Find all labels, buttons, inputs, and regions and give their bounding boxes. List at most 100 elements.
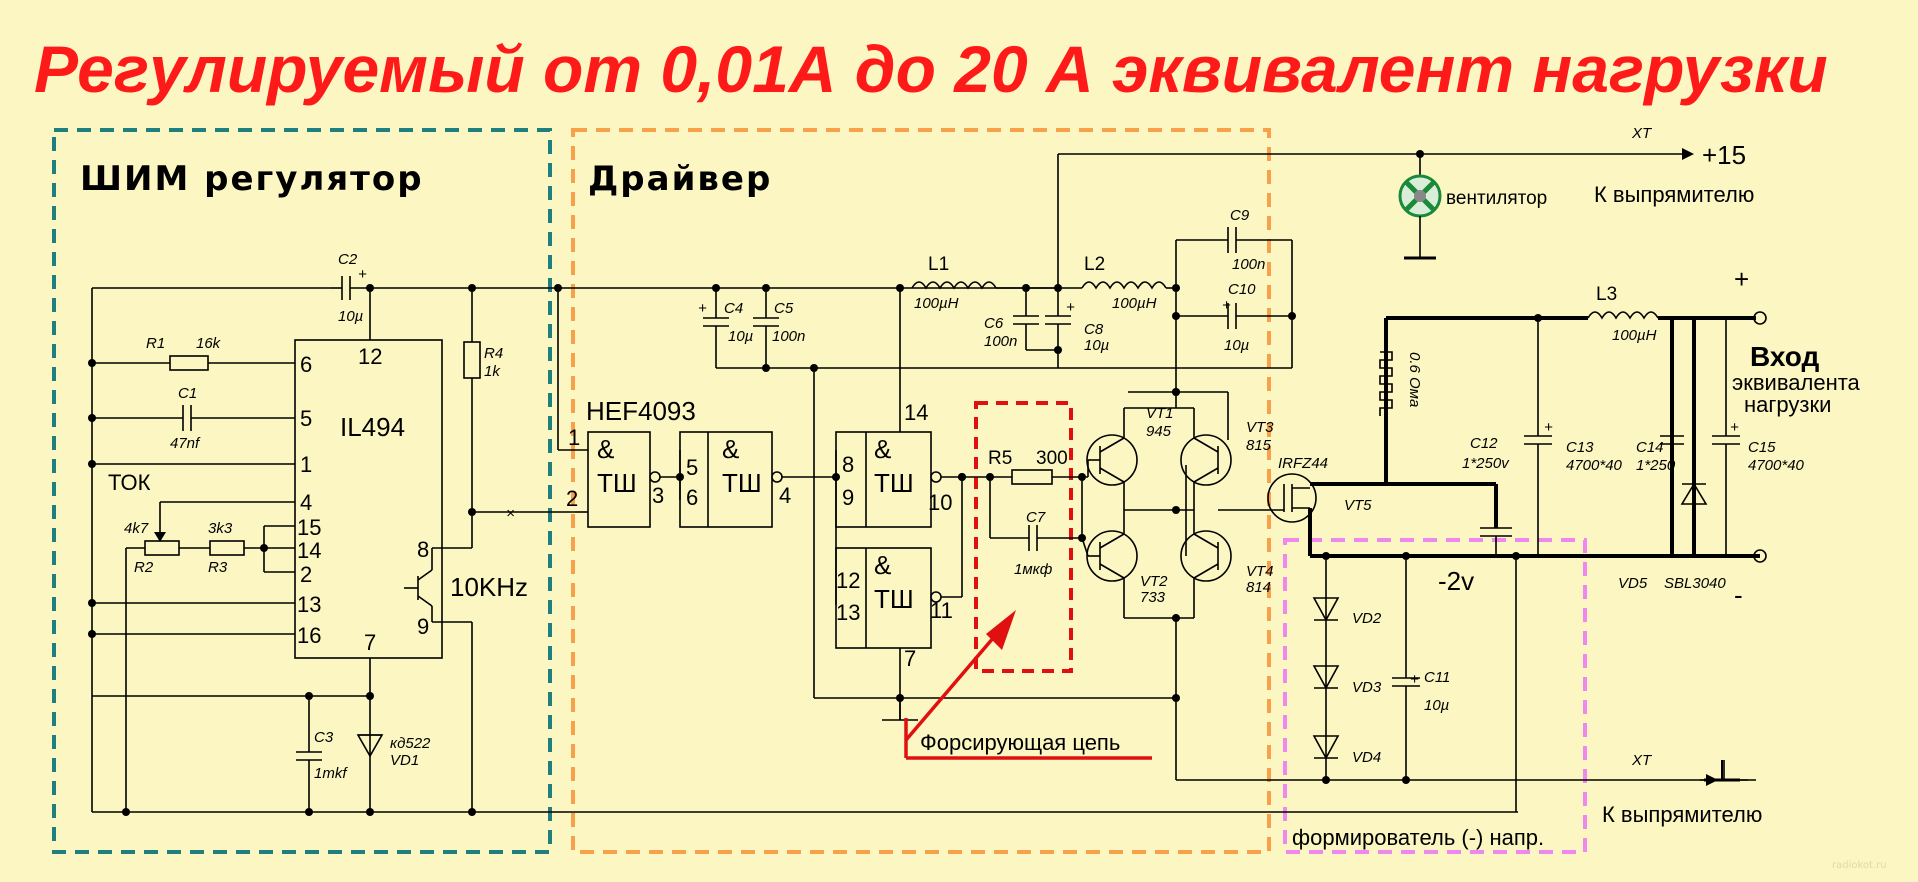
il494-pin-5: 5 — [300, 406, 312, 431]
r4-label: R4 — [484, 345, 503, 362]
xt-bottom-label: XT — [1631, 752, 1653, 769]
diode-vd2 — [1312, 597, 1340, 622]
c15-plus: + — [1730, 419, 1739, 436]
gate3-schmitt: ТШ — [874, 468, 914, 498]
shunt-resistor — [1379, 351, 1393, 416]
il494-output-transistor — [404, 569, 433, 607]
il494-pin-4: 4 — [300, 490, 312, 515]
vt5-value: IRFZ44 — [1278, 455, 1328, 472]
page-title: Регулируемый от 0,01А до 20 А эквивалент… — [34, 32, 1828, 106]
plus-terminal-label: + — [1734, 264, 1749, 294]
l2-value: 100µH — [1112, 295, 1157, 312]
vd4-label: VD4 — [1352, 749, 1381, 766]
r3-value: 3k3 — [208, 520, 233, 537]
c13-value: 4700*40 — [1566, 457, 1623, 474]
il494-chip — [294, 339, 443, 659]
gate4-schmitt: ТШ — [874, 584, 914, 614]
c3-value: 1mkf — [314, 765, 348, 782]
input-terminal-plus — [1753, 311, 1767, 325]
shunt-value: 0.6 Ома — [1406, 352, 1423, 407]
c4-label: C4 — [724, 300, 743, 317]
c2-value: 10µ — [338, 308, 363, 325]
gate3-pin-9: 9 — [842, 485, 854, 510]
gate1-and: & — [597, 434, 614, 464]
inductor-l1 — [911, 281, 997, 290]
hef4093-label: HEF4093 — [586, 396, 696, 426]
transistor-vt4 — [1180, 530, 1232, 582]
c11-label: C11 — [1424, 669, 1450, 686]
c12-label: C12 — [1470, 435, 1498, 452]
gate2-pin-5: 5 — [686, 455, 698, 480]
c4-plus: + — [698, 300, 707, 317]
vt4-label: VT4 — [1246, 563, 1274, 580]
c7-label: C7 — [1026, 509, 1046, 526]
gate2-schmitt: ТШ — [722, 468, 762, 498]
c9-label: C9 — [1230, 207, 1250, 224]
transistor-vt2 — [1086, 530, 1138, 582]
current-label: ТОК — [108, 470, 151, 495]
c6-value: 100n — [984, 333, 1017, 350]
vd3-label: VD3 — [1352, 679, 1382, 696]
r5-value: 300 — [1036, 448, 1068, 469]
c2-label: C2 — [338, 251, 358, 268]
l2-label: L2 — [1084, 254, 1105, 275]
gate3-pin-14: 14 — [904, 400, 928, 425]
c8-value: 10µ — [1084, 337, 1109, 354]
vd5-label: VD5 — [1618, 575, 1648, 592]
transistor-vt1 — [1086, 434, 1138, 486]
il494-pin-1: 1 — [300, 452, 312, 477]
gate3-and: & — [874, 434, 891, 464]
c3-label: C3 — [314, 729, 334, 746]
c8-plus: + — [1066, 299, 1075, 316]
gate4-pin-12: 12 — [836, 568, 860, 593]
vd2-label: VD2 — [1352, 610, 1382, 627]
gate2-and: & — [722, 434, 739, 464]
potentiometer-r2 — [144, 540, 180, 556]
gate1-pin-3: 3 — [652, 483, 664, 508]
r5-label: R5 — [988, 448, 1012, 469]
vd5-value: SBL3040 — [1664, 575, 1726, 592]
mosfet-vt5 — [1267, 473, 1317, 523]
c5-value: 100n — [772, 328, 805, 345]
minus-terminal-label: - — [1734, 580, 1743, 610]
vt3-value: 815 — [1246, 437, 1272, 454]
r4-value: 1k — [484, 363, 501, 380]
vt2-label: VT2 — [1140, 573, 1168, 590]
c10-plus: + — [1222, 297, 1231, 314]
vt1-label: VT1 — [1146, 405, 1174, 422]
il494-pin-14: 14 — [297, 538, 321, 563]
negative-voltage-section-title: формирователь (-) напр. — [1292, 825, 1544, 850]
c4-value: 10µ — [728, 328, 753, 345]
input-label-line1: Вход — [1750, 341, 1819, 372]
il494-pin-6: 6 — [300, 352, 312, 377]
gate3-pin-10: 10 — [928, 490, 952, 515]
r1-value: 16k — [196, 335, 222, 352]
il494-label: IL494 — [340, 412, 405, 442]
fan-label: вентилятор — [1446, 188, 1547, 209]
c10-value: 10µ — [1224, 337, 1249, 354]
frequency-label: 10KHz — [450, 572, 528, 602]
c10-label: C10 — [1228, 281, 1256, 298]
il494-pin-16: 16 — [297, 623, 321, 648]
vt5-label: VT5 — [1344, 497, 1372, 514]
inductor-l2 — [1081, 281, 1167, 290]
watermark: radiokot.ru — [1832, 860, 1887, 871]
l3-value: 100µH — [1612, 327, 1657, 344]
driver-section-title: Драйвер — [588, 159, 772, 199]
xt-top-label: XT — [1631, 125, 1653, 142]
vt2-value: 733 — [1140, 589, 1166, 606]
l1-value: 100µH — [914, 295, 959, 312]
c14-value: 1*250 — [1636, 457, 1676, 474]
pwm-section-box — [52, 128, 552, 854]
vt1-value: 945 — [1146, 423, 1172, 440]
vt3-label: VT3 — [1246, 419, 1274, 436]
gate4-pin-7: 7 — [904, 646, 916, 671]
gate2-pin-4: 4 — [779, 483, 791, 508]
gate4-and: & — [874, 550, 891, 580]
fan-icon — [1398, 174, 1442, 218]
gate1-schmitt: ТШ — [597, 468, 637, 498]
c15-value: 4700*40 — [1748, 457, 1805, 474]
c7-value: 1мкф — [1014, 561, 1053, 578]
driver-section-box — [571, 128, 1271, 854]
